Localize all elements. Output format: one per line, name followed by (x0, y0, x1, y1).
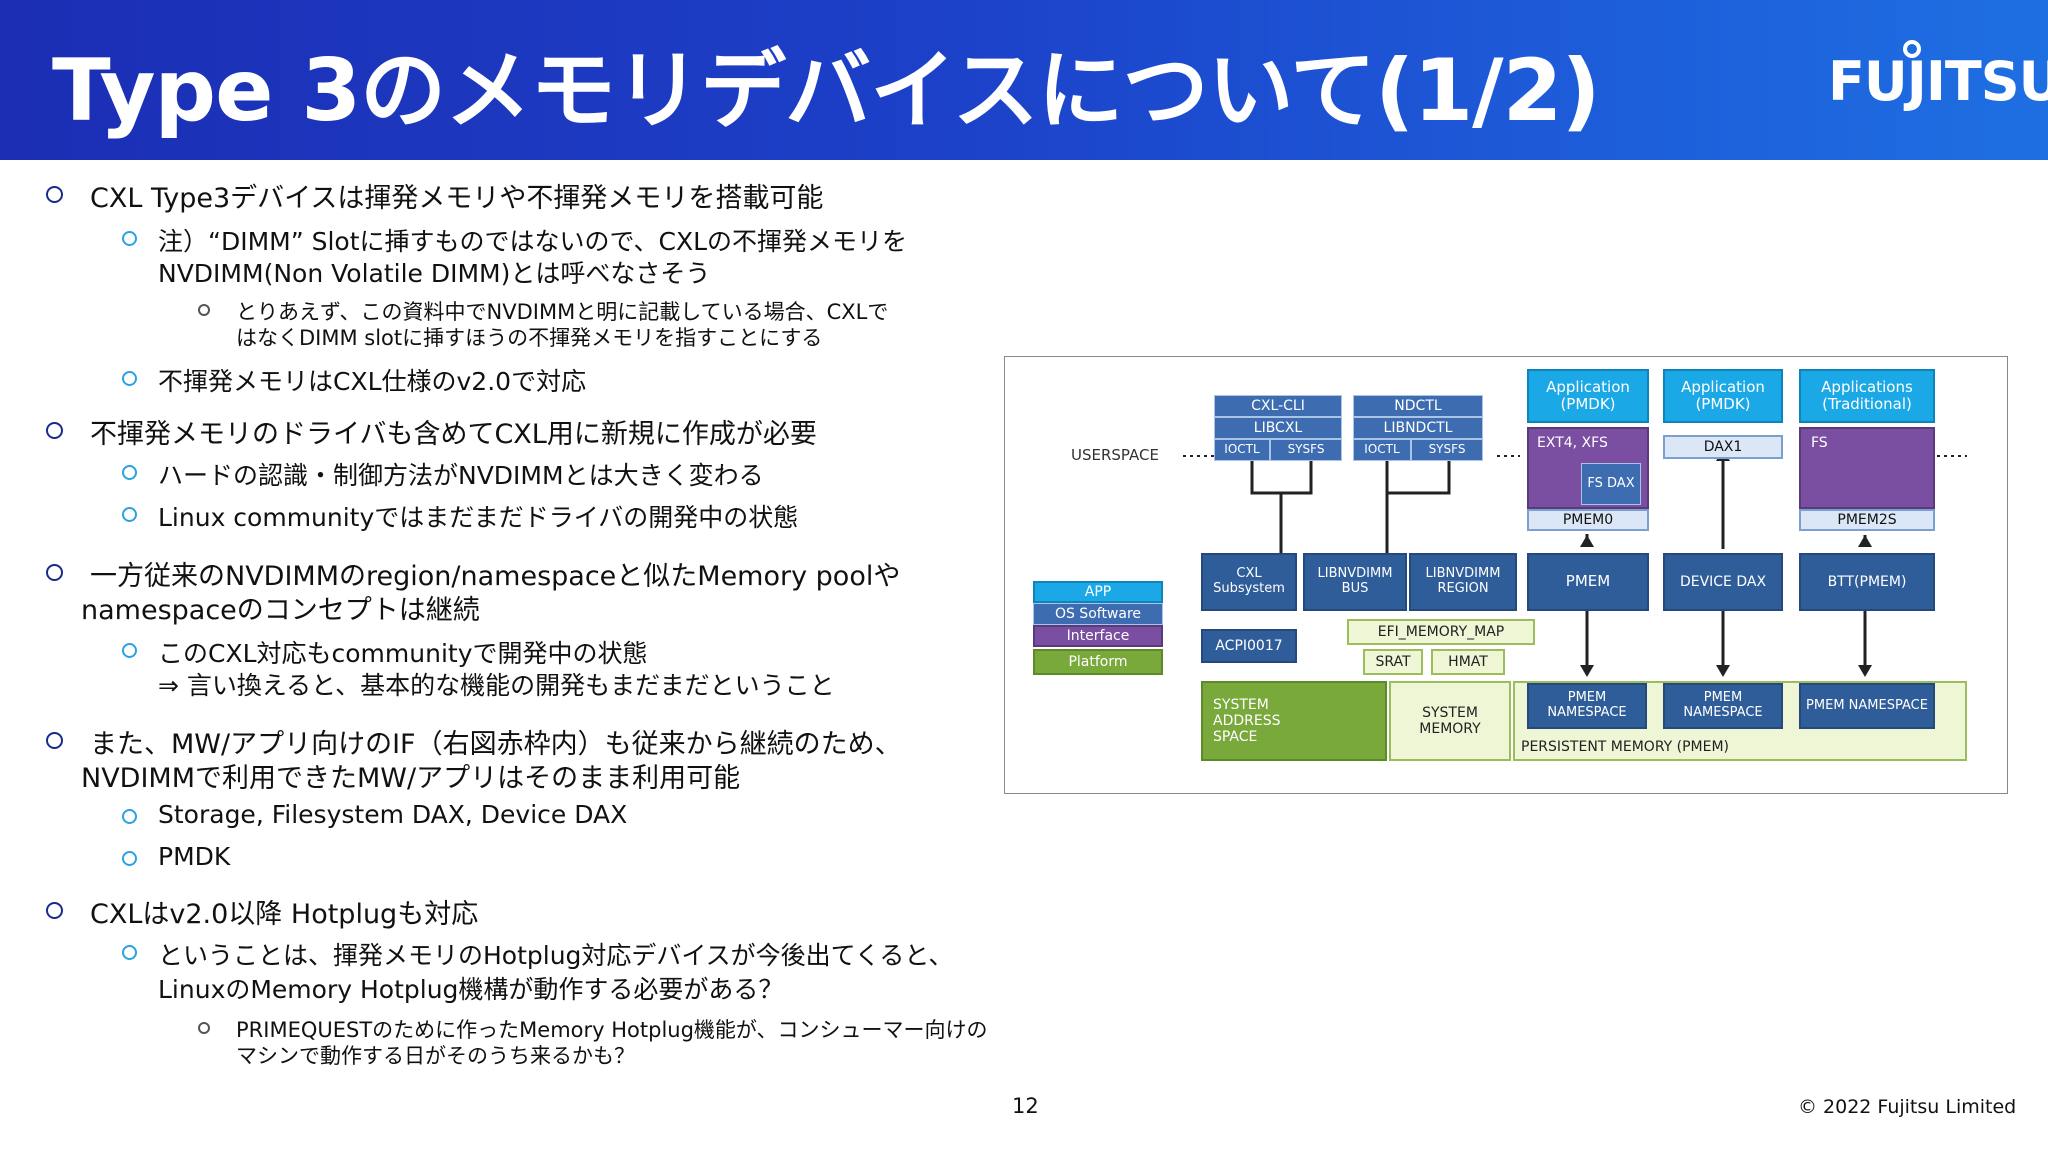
dax1-box: DAX1 (1663, 435, 1783, 459)
bullet-text: CXLはv2.0以降 Hotplugも対応 (90, 899, 479, 930)
bullet-text: また、MW/アプリ向けのIF（右図赤枠内）も従来から継続のため、 (90, 729, 902, 760)
pmem-box: PMEM (1527, 553, 1649, 611)
app-traditional-box: Applications (Traditional) (1799, 369, 1935, 423)
userspace-label: USERSPACE (1071, 446, 1159, 465)
system-address-space-label: SYSTEM ADDRESS SPACE (1213, 696, 1281, 746)
bullet-text: namespaceのコンセプトは継続 (81, 595, 480, 626)
bullet-marker (46, 564, 63, 581)
ioctl-box-1: IOCTL (1214, 439, 1270, 461)
bullet-text: ハードの認識・制御方法がNVDIMMとは大きく変わる (158, 461, 764, 490)
bullet-text: NVDIMM(Non Volatile DIMM)とは呼べなさそう (158, 259, 711, 288)
bullet-text: LinuxのMemory Hotplug機構が動作する必要がある？ (158, 975, 784, 1004)
cxl-subsystem-box: CXL Subsystem (1201, 553, 1297, 611)
bullet-marker (122, 507, 137, 522)
bullet-marker (46, 902, 63, 919)
pmem0-box: PMEM0 (1527, 509, 1649, 531)
hmat-box: HMAT (1431, 649, 1505, 675)
ndctl-box: NDCTL (1353, 395, 1483, 417)
pmem-namespace-box-1: PMEM NAMESPACE (1527, 683, 1647, 729)
bullet-marker (46, 186, 63, 203)
bullet-marker (198, 1022, 210, 1034)
bullet-marker (122, 643, 137, 658)
app-pmdk-box-2: Application (PMDK) (1663, 369, 1783, 423)
legend-platform: Platform (1033, 649, 1163, 675)
bullet-text: Linux communityではまだまだドライバの開発中の状態 (158, 503, 799, 532)
bullet-marker (122, 809, 137, 824)
bullet-marker (46, 732, 63, 749)
pmem-architecture-diagram: USERSPACE CXL-CLI LIBCXL IOCTL SYSFS NDC… (1004, 356, 2008, 794)
device-dax-box: DEVICE DAX (1663, 553, 1783, 611)
btt-pmem-box: BTT(PMEM) (1799, 553, 1935, 611)
legend-app: APP (1033, 581, 1163, 603)
system-memory-box: SYSTEM MEMORY (1389, 681, 1511, 761)
bullet-text: PMDK (158, 842, 231, 871)
sysfs-box-2: SYSFS (1411, 439, 1483, 461)
bullet-text: ということは、揮発メモリのHotplug対応デバイスが今後出てくると、 (158, 941, 954, 970)
ioctl-box-2: IOCTL (1353, 439, 1411, 461)
logo-infinity-mark (1903, 40, 1921, 58)
page-number: 12 (1012, 1094, 1039, 1118)
bullet-text: ⇒ 言い換えると、基本的な機能の開発もまだまだということ (158, 671, 835, 700)
bullet-text: マシンで動作する日がそのうち来るかも？ (236, 1044, 635, 1068)
bullet-marker (198, 304, 210, 316)
bullet-marker (122, 945, 137, 960)
libcxl-box: LIBCXL (1214, 417, 1342, 439)
bullet-marker (122, 371, 137, 386)
legend-interface: Interface (1033, 625, 1163, 647)
system-address-space-box: SYSTEM ADDRESS SPACE (1201, 681, 1387, 761)
pmem-namespace-box-3: PMEM NAMESPACE (1799, 683, 1935, 729)
bullet-text: 一方従来のNVDIMMのregion/namespaceと似たMemory po… (90, 561, 901, 592)
page-title: Type 3のメモリデバイスについて(1/2) (52, 41, 1601, 141)
title-bar: Type 3のメモリデバイスについて(1/2) FUJITSU (0, 0, 2048, 160)
bullet-text: PRIMEQUESTのために作ったMemory Hotplug機能が、コンシュー… (236, 1018, 988, 1042)
srat-box: SRAT (1363, 649, 1423, 675)
bullet-text: CXL Type3デバイスは揮発メモリや不揮発メモリを搭載可能 (90, 183, 824, 214)
pmem2s-box: PMEM2S (1799, 509, 1935, 531)
libnvdimm-bus-box: LIBNVDIMM BUS (1303, 553, 1407, 611)
bullet-text: とりあえず、この資料中でNVDIMMと明に記載している場合、CXLで (236, 300, 889, 324)
bullet-marker (122, 465, 137, 480)
bullet-text: NVDIMMで利用できたMW/アプリはそのまま利用可能 (81, 763, 741, 794)
app-pmdk-box-1: Application (PMDK) (1527, 369, 1649, 423)
bullet-text: 注）“DIMM” Slotに挿すものではないので、CXLの不揮発メモリを (158, 227, 908, 256)
pmem-namespace-box-2: PMEM NAMESPACE (1663, 683, 1783, 729)
acpi0017-box: ACPI0017 (1201, 629, 1297, 663)
persistent-memory-label: PERSISTENT MEMORY (PMEM) (1521, 738, 1730, 755)
diagram-connectors (1183, 449, 1967, 677)
cxl-cli-box: CXL-CLI (1214, 395, 1342, 417)
bullet-text: 不揮発メモリはCXL仕様のv2.0で対応 (158, 367, 587, 396)
bullet-marker (122, 231, 137, 246)
bullet-text: 不揮発メモリのドライバも含めてCXL用に新規に作成が必要 (90, 419, 817, 450)
libnvdimm-region-box: LIBNVDIMM REGION (1409, 553, 1517, 611)
efi-memory-map-box: EFI_MEMORY_MAP (1347, 619, 1535, 645)
fujitsu-logo: FUJITSU (1828, 50, 2048, 113)
bullet-text: Storage, Filesystem DAX, Device DAX (158, 800, 628, 829)
bullet-marker (46, 422, 63, 439)
fs-label: FS (1811, 435, 1828, 451)
bullet-text: このCXL対応もcommunityで開発中の状態 (158, 639, 648, 668)
ext4-label: EXT4, XFS (1537, 435, 1608, 451)
sysfs-box-1: SYSFS (1270, 439, 1342, 461)
fs-box: FS (1799, 427, 1935, 509)
bullet-text: はなくDIMM slotに挿すほうの不揮発メモリを指すことにする (236, 326, 823, 350)
libndctl-box: LIBNDCTL (1353, 417, 1483, 439)
bullet-marker (122, 851, 137, 866)
fs-dax-box: FS DAX (1581, 463, 1641, 505)
legend-os-software: OS Software (1033, 603, 1163, 625)
copyright: © 2022 Fujitsu Limited (1798, 1096, 2017, 1118)
